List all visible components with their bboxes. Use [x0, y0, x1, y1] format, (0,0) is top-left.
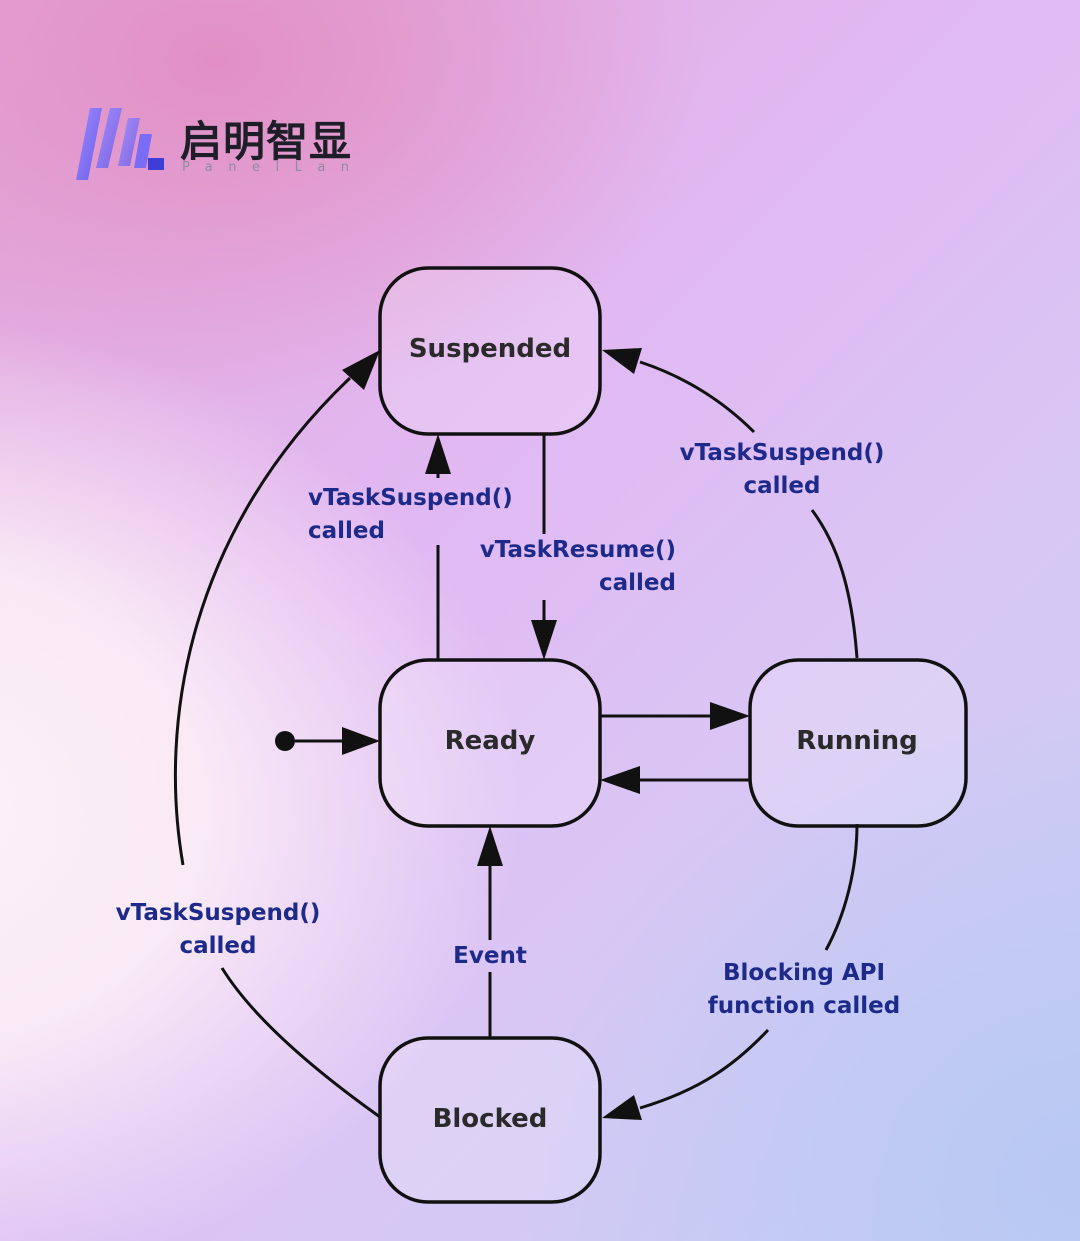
arrowhead-ready-suspended: [425, 434, 451, 474]
brand-name-cn: 启明智显: [180, 117, 353, 166]
label-running-to-blocked-line1: Blocking API: [723, 960, 885, 986]
state-blocked-label: Blocked: [433, 1104, 548, 1134]
brand-name-en: PanelLan: [182, 160, 365, 175]
label-suspended-to-ready-line1: vTaskResume(): [480, 537, 676, 563]
edge-labels: vTaskSuspend() called vTaskResume() call…: [116, 440, 901, 1019]
arrowhead-blocked-ready: [477, 826, 503, 866]
label-running-to-blocked-line2: function called: [708, 993, 900, 1019]
label-ready-to-suspended-line1: vTaskSuspend(): [308, 485, 513, 511]
arrowhead-running-suspended: [602, 348, 642, 374]
label-ready-to-suspended-line2: called: [308, 518, 385, 544]
state-running-label: Running: [796, 726, 918, 756]
arrowhead-blocked-suspended: [342, 350, 380, 390]
state-suspended: Suspended: [378, 266, 602, 436]
arrowhead-initial-ready: [342, 727, 380, 755]
initial-state-dot: [275, 731, 295, 751]
label-blocked-to-ready: Event: [453, 943, 527, 969]
arrowhead-ready-running: [710, 702, 750, 730]
state-ready-label: Ready: [445, 726, 536, 756]
edge-running-to-blocked: [824, 823, 859, 951]
arrowhead-running-ready: [600, 766, 640, 794]
panellan-logo-icon: [76, 108, 164, 180]
brand-logo: 启明智显 PanelLan: [76, 104, 376, 184]
arrowhead-suspended-ready: [531, 620, 557, 660]
label-suspended-to-ready-line2: called: [599, 570, 676, 596]
label-running-to-suspended-line1: vTaskSuspend(): [680, 440, 885, 466]
state-suspended-label: Suspended: [409, 334, 571, 364]
arrowhead-running-blocked: [602, 1095, 642, 1120]
state-running: Running: [748, 658, 968, 828]
diagram-edges: [173, 348, 859, 1120]
edge-blocked-to-suspended: [220, 967, 381, 1119]
label-blocked-to-suspended-line2: called: [180, 933, 257, 959]
label-blocked-to-suspended-line1: vTaskSuspend(): [116, 900, 321, 926]
edge-running-to-suspended: [810, 509, 859, 659]
label-running-to-suspended-line2: called: [744, 473, 821, 499]
state-blocked: Blocked: [378, 1036, 602, 1204]
state-ready: Ready: [378, 658, 602, 828]
